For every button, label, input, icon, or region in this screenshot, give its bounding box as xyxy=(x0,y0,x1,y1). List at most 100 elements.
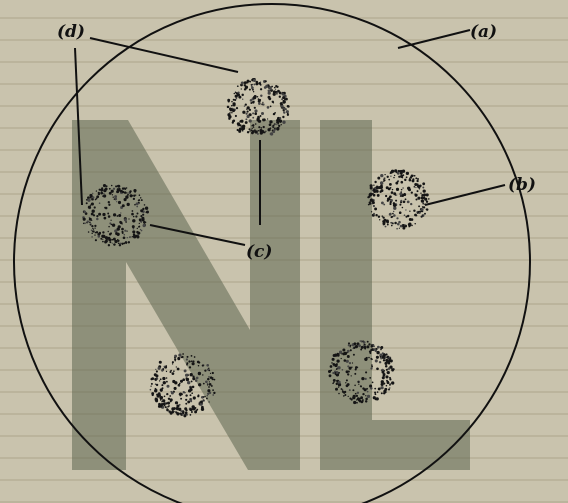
colony-dot xyxy=(335,387,338,391)
colony-dot xyxy=(251,127,253,130)
colony-dot xyxy=(391,368,393,370)
colony-dot xyxy=(412,178,415,181)
colony-dot xyxy=(360,348,363,351)
colony-dot xyxy=(212,389,214,391)
colony-dot xyxy=(116,215,119,217)
colony-dot xyxy=(332,354,336,357)
colony-dot xyxy=(362,392,365,396)
colony-dot xyxy=(202,374,204,376)
colony-dot xyxy=(248,128,251,131)
colony-dot xyxy=(329,365,333,368)
colony-dot xyxy=(107,212,110,215)
colony-dot xyxy=(355,399,358,401)
colony-dot xyxy=(371,364,373,366)
colony-dot xyxy=(125,221,127,223)
colony-dot xyxy=(208,391,212,395)
colony-dot xyxy=(94,224,97,228)
colony-dot xyxy=(348,389,351,392)
colony-dot xyxy=(179,392,183,396)
colony-dot xyxy=(406,200,410,204)
colony-dot xyxy=(347,370,350,373)
colony-dot xyxy=(246,110,249,113)
colony-dot xyxy=(142,224,146,228)
colony-dot xyxy=(416,179,419,183)
colony-dot xyxy=(392,222,394,225)
colony-dot xyxy=(139,197,142,199)
colony-dot xyxy=(332,371,335,375)
colony-dot xyxy=(422,186,425,189)
colony-dot xyxy=(194,379,198,382)
colony-dot xyxy=(128,218,130,220)
colony-dot xyxy=(97,192,101,196)
colony-dot xyxy=(131,212,134,216)
colony-dot xyxy=(272,92,276,96)
colony-dot xyxy=(331,357,335,361)
colony-dot xyxy=(403,214,406,217)
colony-dot xyxy=(389,200,392,204)
colony-dot xyxy=(249,130,251,132)
colony-dot xyxy=(355,367,357,370)
colony-dot xyxy=(337,383,342,387)
colony-dot xyxy=(120,206,124,209)
colony-dot xyxy=(370,211,373,213)
colony-dot xyxy=(130,236,132,238)
colony-dot xyxy=(381,352,384,355)
colony-dot xyxy=(244,121,248,124)
colony-dot xyxy=(157,366,161,370)
colony-dot xyxy=(400,199,403,202)
colony-dot xyxy=(387,367,391,370)
colony-dot xyxy=(254,130,258,134)
colony-dot xyxy=(205,380,208,384)
colony-dot xyxy=(141,216,145,220)
colony-dot xyxy=(252,124,255,127)
colony-dot xyxy=(386,223,389,226)
colony-dot xyxy=(101,187,104,190)
colony-dot xyxy=(385,353,388,356)
colony-dot xyxy=(140,229,143,232)
colony-dot xyxy=(108,191,112,195)
colony-dot xyxy=(332,382,334,385)
colony-dot xyxy=(337,380,341,384)
colony-dot xyxy=(250,85,253,87)
colony-dot xyxy=(389,378,392,381)
colony-dot xyxy=(244,103,247,106)
colony-dot xyxy=(370,348,373,352)
colony-dot xyxy=(129,190,132,193)
colony-dot xyxy=(410,202,413,206)
colony-dot xyxy=(116,227,120,231)
colony-dot xyxy=(100,237,103,240)
colony-dot xyxy=(354,384,356,387)
colony-dot xyxy=(282,107,286,110)
colony-dot xyxy=(209,376,213,379)
colony-dot xyxy=(404,224,406,226)
colony-dot xyxy=(341,390,345,393)
colony-dot xyxy=(349,397,352,400)
colony-dot xyxy=(368,350,372,353)
colony-dot xyxy=(420,192,422,194)
colony-dot xyxy=(185,358,188,361)
colony-dot xyxy=(280,124,282,126)
colony-dot xyxy=(382,216,385,219)
colony-dot xyxy=(207,389,211,393)
colony-dot xyxy=(259,115,262,117)
colony-dot xyxy=(362,387,365,390)
colony-dot xyxy=(250,102,253,104)
colony-dot xyxy=(413,186,416,188)
colony-dot xyxy=(393,176,395,179)
colony-dot xyxy=(197,364,200,367)
colony-dot xyxy=(171,407,175,411)
colony-dot xyxy=(398,227,400,229)
colony-dot xyxy=(278,116,282,120)
colony-dot xyxy=(272,90,276,94)
colony-dot xyxy=(422,182,426,186)
colony-dot xyxy=(372,192,374,195)
colony-dot xyxy=(357,398,360,400)
colony-dot xyxy=(87,205,91,209)
colony-dot xyxy=(417,211,419,214)
colony-dot xyxy=(110,232,112,235)
colony-dot xyxy=(262,103,265,106)
colony-dot xyxy=(374,180,377,184)
colony-dot xyxy=(116,232,120,236)
colony-dot xyxy=(373,396,376,400)
colony-dot xyxy=(191,392,194,395)
